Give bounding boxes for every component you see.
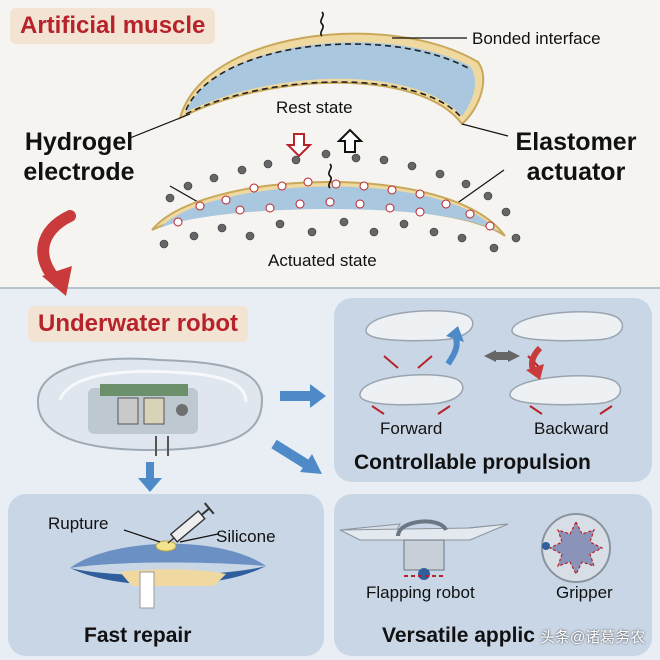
actuated-state-label: Actuated state [268, 251, 377, 270]
hydrogel-label-line2: electrode [23, 158, 135, 186]
bonded-interface-label: Bonded interface [472, 29, 601, 48]
hydrogel-electrode-label: Hydrogel electrode [14, 127, 144, 187]
relax-arrow-icon [336, 128, 364, 153]
actuate-arrow-icon [285, 133, 313, 158]
underwater-robot-title: Underwater robot [28, 306, 249, 342]
applications-card [334, 494, 652, 656]
backward-label: Backward [534, 419, 609, 438]
fast-repair-title: Fast repair [84, 624, 192, 647]
gripper-label: Gripper [556, 583, 613, 602]
elastomer-label-line2: actuator [526, 158, 626, 186]
propulsion-title: Controllable propulsion [354, 451, 591, 474]
forward-label: Forward [380, 419, 443, 438]
elastomer-actuator-label: Elastomer actuator [506, 127, 646, 187]
elastomer-label-line1: Elastomer [515, 128, 637, 156]
applications-title: Versatile applic [382, 624, 535, 647]
flapping-robot-label: Flapping robot [366, 583, 475, 602]
silicone-label: Silicone [216, 527, 276, 546]
panel-divider [0, 287, 660, 289]
actuated-state-actuator [37, 149, 521, 296]
rest-state-label: Rest state [276, 98, 353, 117]
watermark-text: 头条@诸葛务农 [540, 629, 646, 646]
rupture-label: Rupture [48, 514, 109, 533]
rest-state-actuator [129, 11, 509, 211]
artificial-muscle-title: Artificial muscle [10, 8, 216, 44]
hydrogel-label-line1: Hydrogel [24, 128, 134, 156]
